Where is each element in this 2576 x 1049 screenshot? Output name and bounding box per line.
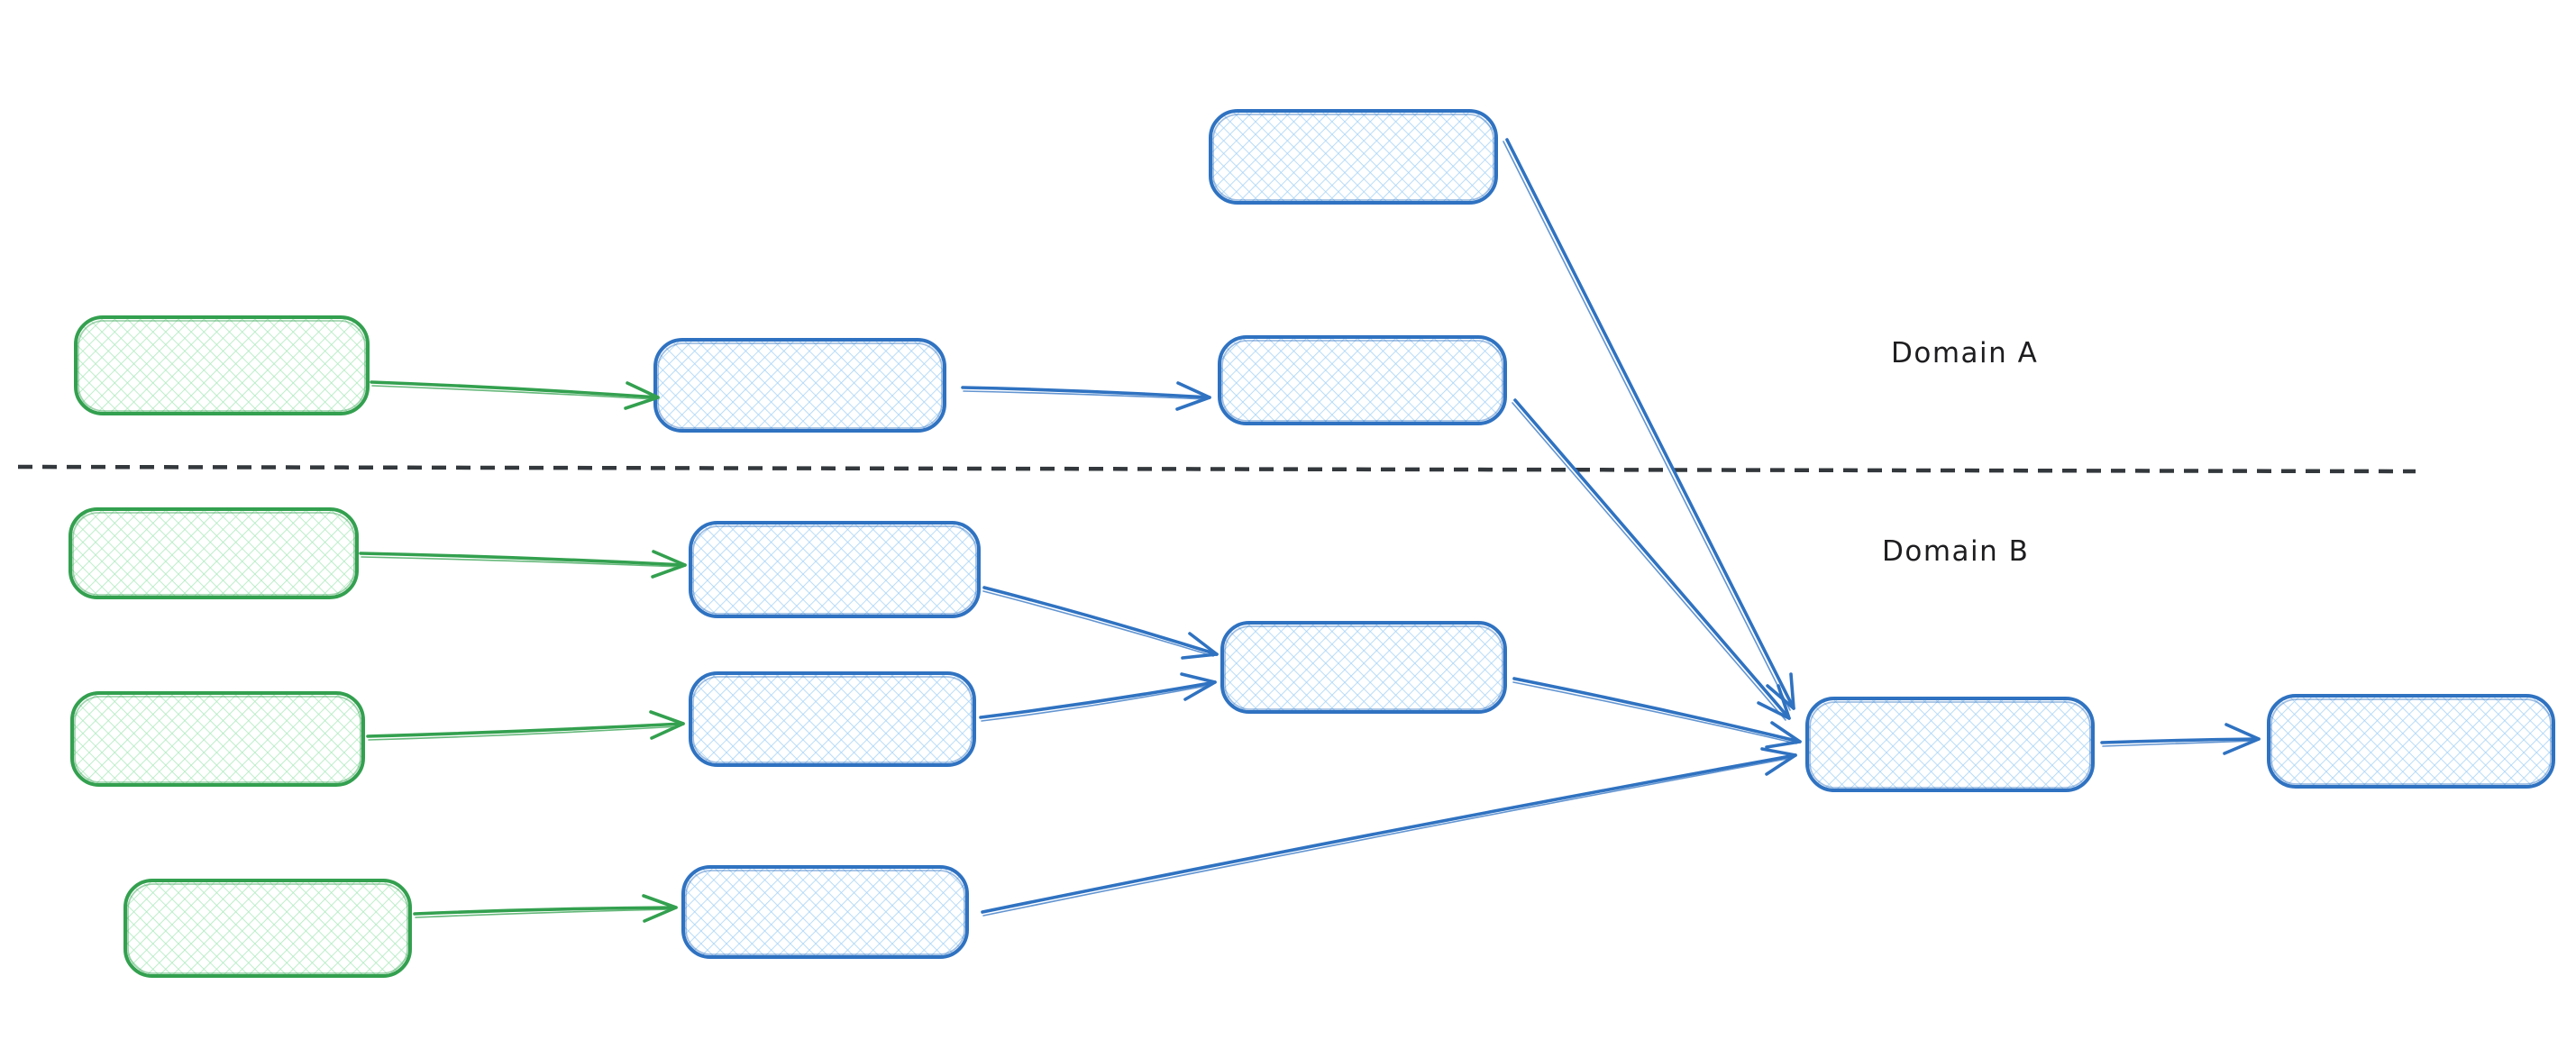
node-a-top [1209, 109, 1498, 205]
edge-b-stage2-to-b-mid [979, 672, 1217, 722]
node-final [2267, 694, 2555, 789]
edge-b-mid-to-merge [1512, 677, 1802, 749]
node-b-source3 [123, 879, 412, 978]
domain-divider-dashed-line [17, 464, 2416, 474]
node-b-source1 [69, 507, 359, 599]
edge-b-stage1-to-b-mid [982, 586, 1219, 660]
node-b-source2 [70, 691, 365, 787]
edge-merge-to-final [2100, 723, 2261, 755]
node-b-mid [1220, 621, 1507, 714]
node-a-stage2 [1218, 335, 1507, 425]
node-b-stage1 [689, 521, 981, 618]
edge-b-source3-to-b-stage3 [413, 894, 678, 923]
node-a-stage1 [653, 338, 946, 433]
node-merge [1805, 697, 2095, 792]
edge-a-source-to-a-stage1 [370, 380, 660, 410]
edge-a-stage1-to-a-stage2 [961, 381, 1211, 411]
node-a-source [74, 315, 370, 415]
edge-a-stage2-to-merge [1512, 398, 1791, 721]
domain-b-label: Domain B [1882, 535, 2029, 568]
edge-b-source2-to-b-stage2 [366, 710, 685, 741]
node-b-stage2 [689, 671, 976, 767]
node-b-stage3 [681, 865, 969, 959]
edge-b-stage3-to-merge [981, 747, 1797, 917]
edge-a-top-to-merge [1503, 138, 1795, 711]
edge-b-source1-to-b-stage1 [359, 550, 687, 579]
domain-a-label: Domain A [1891, 337, 2038, 369]
